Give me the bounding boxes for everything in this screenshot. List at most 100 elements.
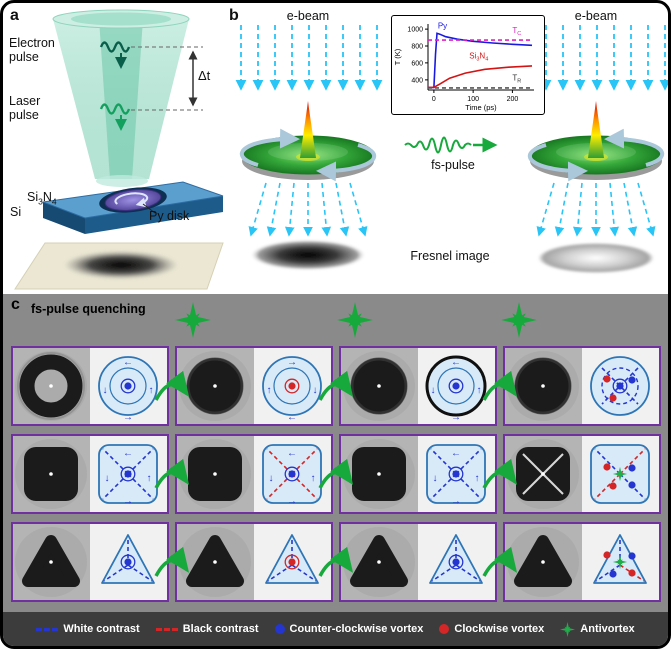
state-pair-row2-col3: ← ↑ → ↓ bbox=[339, 434, 497, 514]
ebeam-label-right: e-beam bbox=[574, 9, 618, 23]
scattered-beam-left bbox=[248, 182, 368, 237]
tem-fresnel-image bbox=[341, 436, 418, 512]
svg-text:600: 600 bbox=[411, 60, 423, 67]
svg-text:↑: ↑ bbox=[475, 473, 480, 484]
py-disk-label: Py disk bbox=[149, 209, 190, 223]
legend-dash-swatch bbox=[36, 627, 59, 631]
svg-text:←: ← bbox=[451, 448, 461, 459]
legend-item: Black contrast bbox=[155, 623, 259, 635]
temperature-peak bbox=[300, 101, 316, 158]
electron-pulse-label: Electron pulse bbox=[9, 36, 55, 64]
fresnel-image-label: Fresnel image bbox=[410, 249, 490, 263]
tem-fresnel-image bbox=[13, 524, 90, 600]
legend-item: Clockwise vortex bbox=[439, 623, 544, 635]
py-disk bbox=[104, 189, 162, 211]
state-pair-row2-col2: ←↑→↓ bbox=[175, 434, 333, 514]
svg-text:→: → bbox=[123, 412, 133, 423]
legend-dot-swatch bbox=[274, 624, 285, 634]
quench-results-panel: c fs-pulse quenching ←↑→↓→↓←↑←↑→↓←↑→↓←↑→… bbox=[3, 294, 668, 646]
svg-text:→: → bbox=[451, 412, 461, 423]
svg-text:→: → bbox=[451, 496, 461, 507]
legend-star-swatch bbox=[560, 621, 576, 637]
state-pair-row2-col1: ←↑→↓ bbox=[11, 434, 169, 514]
state-pair-row1-col3: ←↑→↓ bbox=[339, 346, 497, 426]
state-grid: ←↑→↓→↓←↑←↑→↓←↑→↓←↑→↓←↑→↓ bbox=[3, 294, 668, 646]
tem-fresnel-image bbox=[177, 348, 254, 424]
state-pair-row3-col2 bbox=[175, 522, 333, 602]
svg-text:TR: TR bbox=[512, 73, 521, 84]
svg-text:→: → bbox=[123, 496, 133, 507]
legend-label: White contrast bbox=[63, 623, 140, 635]
ebeam-label-left: e-beam bbox=[286, 9, 330, 23]
magnetization-schematic: ←↑→↓ bbox=[418, 348, 495, 424]
scattered-beam-right bbox=[536, 182, 656, 237]
laser-pulse-wavepacket bbox=[99, 103, 131, 131]
legend-label: Counter-clockwise vortex bbox=[289, 623, 424, 635]
legend-item: Counter-clockwise vortex bbox=[274, 623, 424, 635]
svg-text:←: ← bbox=[123, 357, 133, 368]
svg-text:↓: ↓ bbox=[313, 385, 318, 396]
fresnel-image-light bbox=[538, 243, 654, 273]
svg-text:↓: ↓ bbox=[431, 385, 436, 396]
legend-dot-swatch bbox=[439, 624, 450, 634]
magnetization-schematic: ← ↑ → ↓ bbox=[418, 436, 495, 512]
membrane-slab bbox=[41, 181, 224, 234]
tem-fresnel-image bbox=[505, 348, 582, 424]
svg-text:0: 0 bbox=[432, 96, 436, 103]
state-pair-row3-col4 bbox=[503, 522, 661, 602]
legend-label: Clockwise vortex bbox=[454, 623, 545, 635]
svg-text:TC: TC bbox=[512, 26, 521, 37]
ebeam-arrows-right bbox=[523, 25, 668, 91]
magnetization-schematic bbox=[582, 436, 659, 512]
magnetization-schematic bbox=[418, 524, 495, 600]
svg-text:←: ← bbox=[287, 412, 297, 423]
svg-text:→: → bbox=[287, 496, 297, 507]
tem-fresnel-image bbox=[177, 524, 254, 600]
state-pair-row1-col1: ←↑→↓ bbox=[11, 346, 169, 426]
panel-a-label: a bbox=[10, 7, 19, 24]
si-label: Si bbox=[10, 205, 22, 219]
magnetization-schematic: →↓←↑ bbox=[254, 348, 331, 424]
svg-text:100: 100 bbox=[467, 96, 479, 103]
legend-bar: White contrast Black contrast Counter-cloc… bbox=[3, 612, 668, 646]
svg-text:Si3N4: Si3N4 bbox=[469, 52, 488, 63]
si3n4-label: Si3N4 bbox=[27, 190, 57, 207]
tem-fresnel-image bbox=[341, 524, 418, 600]
svg-text:↑: ↑ bbox=[477, 385, 482, 396]
legend-dash-swatch bbox=[155, 627, 178, 631]
svg-text:←: ← bbox=[123, 448, 133, 459]
magnetization-schematic bbox=[90, 524, 167, 600]
svg-text:↓: ↓ bbox=[105, 473, 110, 484]
tem-fresnel-image bbox=[341, 348, 418, 424]
panel-b-label: b bbox=[229, 7, 239, 24]
magnetization-schematic: ←↑→↓ bbox=[90, 348, 167, 424]
py-disk-before bbox=[239, 101, 377, 182]
tem-fresnel-image bbox=[13, 348, 90, 424]
tem-fresnel-image bbox=[505, 436, 582, 512]
svg-text:↓: ↓ bbox=[103, 385, 108, 396]
magnetization-schematic bbox=[254, 524, 331, 600]
tem-fresnel-image bbox=[13, 436, 90, 512]
tem-fresnel-image bbox=[177, 436, 254, 512]
fs-pulse-label: fs-pulse bbox=[431, 158, 475, 172]
tem-fresnel-image bbox=[505, 524, 582, 600]
laser-pulse-label: Laser pulse bbox=[9, 94, 41, 122]
legend-label: Black contrast bbox=[182, 623, 259, 635]
magnetization-schematic bbox=[582, 348, 659, 424]
svg-text:↓: ↓ bbox=[433, 473, 438, 484]
electron-pulse-wavepacket bbox=[99, 41, 131, 69]
svg-text:800: 800 bbox=[411, 44, 423, 51]
panel-c-label: c bbox=[11, 296, 20, 313]
state-pair-row2-col4 bbox=[503, 434, 661, 514]
svg-text:T (K): T (K) bbox=[393, 48, 402, 65]
quench-sequence-illustration bbox=[235, 25, 668, 273]
svg-text:←: ← bbox=[287, 448, 297, 459]
state-pair-row1-col4 bbox=[503, 346, 661, 426]
svg-text:200: 200 bbox=[507, 96, 519, 103]
py-disk-after bbox=[527, 101, 665, 182]
fresnel-image-dark bbox=[250, 240, 366, 270]
magnetization-schematic bbox=[582, 524, 659, 600]
svg-text:↑: ↑ bbox=[311, 473, 316, 484]
magnetization-schematic: ←↑→↓ bbox=[90, 436, 167, 512]
